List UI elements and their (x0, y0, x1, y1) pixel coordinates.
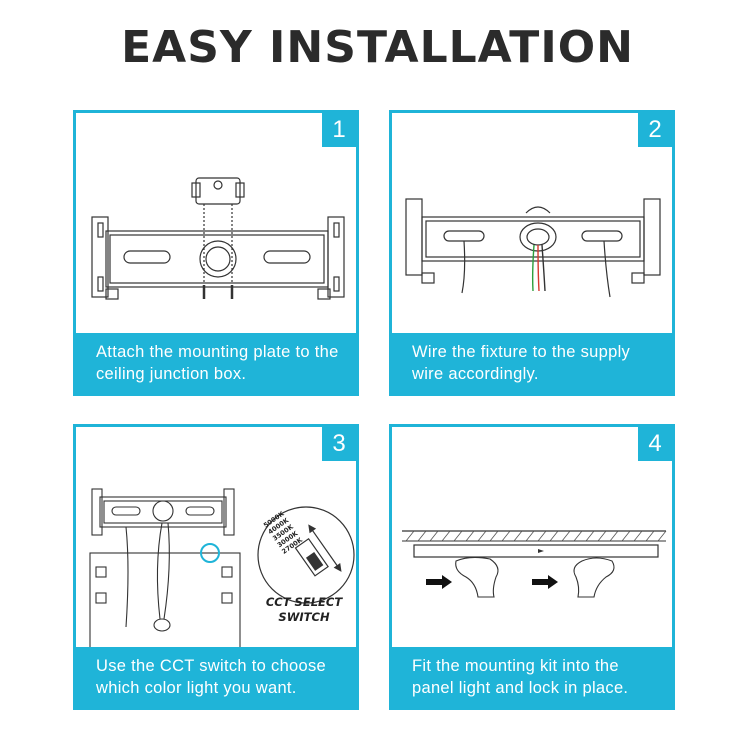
step-caption: Attach the mounting plate to the ceiling… (76, 333, 356, 393)
step-caption: Wire the fixture to the supply wire acco… (392, 333, 672, 393)
cct-switch-label: CCT SELECT SWITCH (265, 595, 343, 624)
step-number: 3 (322, 427, 356, 461)
step-number: 1 (322, 113, 356, 147)
wiring-illustration (405, 198, 661, 298)
step-card-1: 1 (73, 110, 359, 396)
step-number: 2 (638, 113, 672, 147)
step-number: 4 (638, 427, 672, 461)
cct-switch-illustration (89, 488, 355, 652)
step-caption: Use the CCT switch to choose which color… (76, 647, 356, 707)
step-caption: Fit the mounting kit into the panel ligh… (392, 647, 672, 707)
step-card-2: 2 Wire the fixture to the supply wire ac… (389, 110, 675, 396)
step-card-3: 3 (73, 424, 359, 710)
mounting-plate-illustration (91, 177, 345, 300)
panel-install-illustration (402, 530, 667, 598)
step-card-4: 4 F (389, 424, 675, 710)
page-title: EASY INSTALLATION (121, 22, 634, 73)
